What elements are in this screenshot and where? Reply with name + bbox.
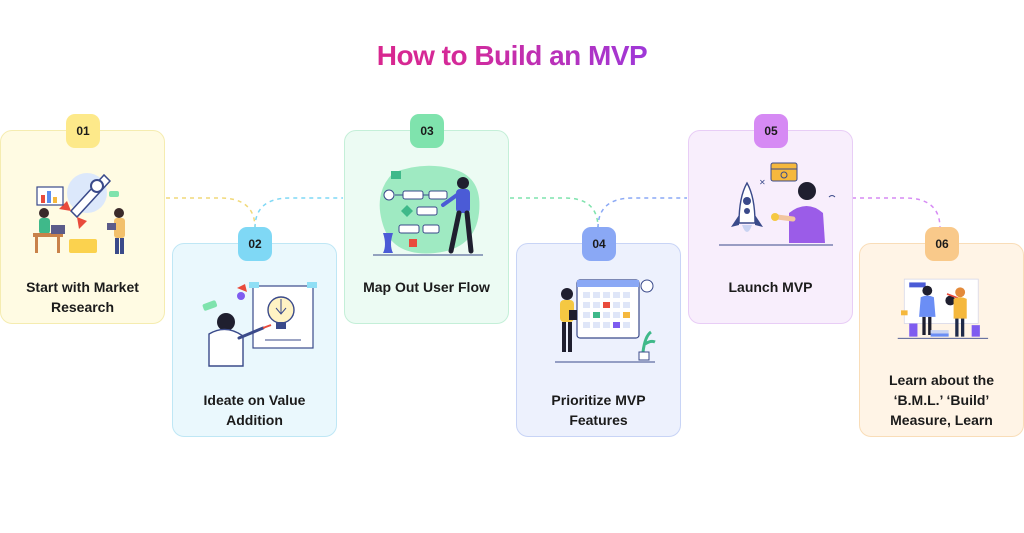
step-number-badge: 03 bbox=[410, 114, 444, 148]
step-label: Start with Market Research bbox=[26, 279, 139, 315]
step-label: Prioritize MVP Features bbox=[551, 392, 646, 428]
step-card-06: 06 Learn about the ‘B.M.L.’ ‘Build’ Meas… bbox=[859, 227, 1024, 437]
step-label: Launch MVP bbox=[728, 279, 813, 295]
step-label: Map Out User Flow bbox=[363, 279, 490, 295]
step-label: Learn about the ‘B.M.L.’ ‘Build’ Measure… bbox=[888, 372, 994, 428]
user-flow-illustration bbox=[373, 165, 483, 256]
step-number-badge: 04 bbox=[582, 227, 616, 261]
step-number-badge: 06 bbox=[925, 227, 959, 261]
launch-illustration: ✕ bbox=[719, 162, 836, 246]
step-card-03: 03 Map Out User Flow bbox=[344, 114, 509, 324]
svg-text:✕: ✕ bbox=[759, 178, 766, 187]
step-card-02: 02 Ideate on Value Addition bbox=[172, 227, 337, 437]
step-number-badge: 01 bbox=[66, 114, 100, 148]
step-number-badge: 02 bbox=[238, 227, 272, 261]
ideate-illustration bbox=[202, 282, 317, 367]
step-label: Ideate on Value Addition bbox=[203, 392, 306, 428]
page-title: How to Build an MVP bbox=[0, 40, 1024, 72]
market-research-illustration bbox=[33, 173, 125, 254]
prioritize-illustration bbox=[555, 279, 656, 363]
step-card-01: 01 Start with Market Research bbox=[0, 114, 165, 324]
learn-illustration bbox=[897, 278, 989, 339]
step-number-badge: 05 bbox=[754, 114, 788, 148]
step-card-04: 04 Prioritize MVP Features bbox=[516, 227, 681, 437]
step-card-05: 05 ✕ Launch MVP bbox=[688, 114, 853, 324]
